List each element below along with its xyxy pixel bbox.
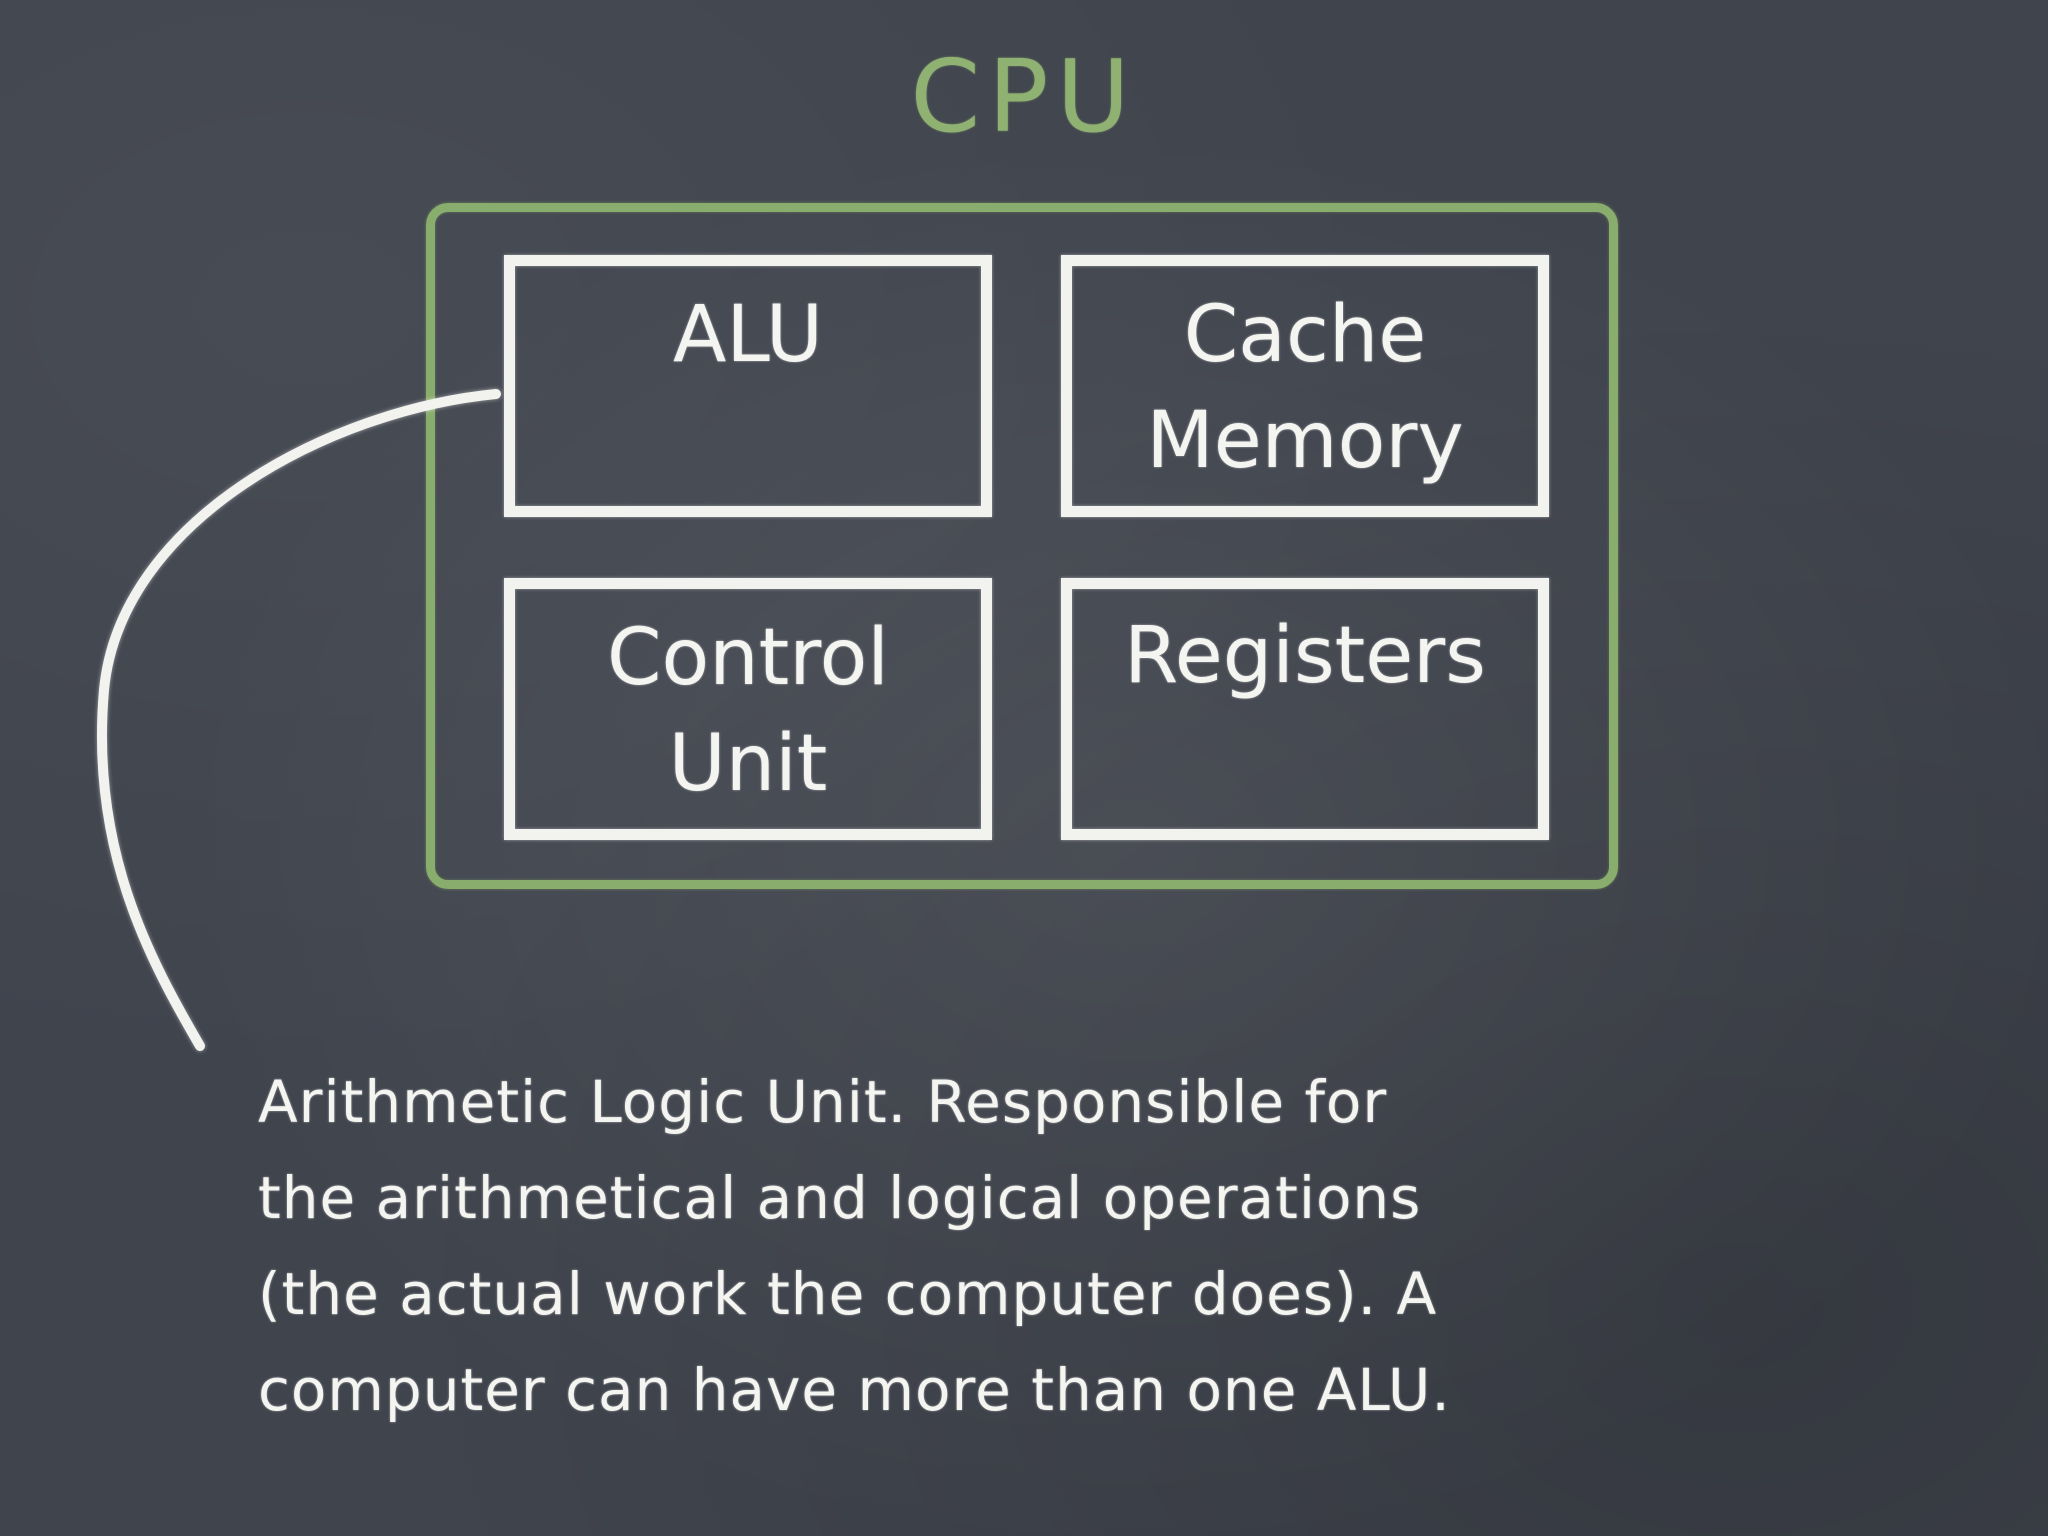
cache-memory-label: Cache Memory (1146, 290, 1464, 486)
alu-description: Arithmetic Logic Unit. Responsible for t… (258, 1068, 1451, 1424)
cache-memory-box: Cache Memory (1061, 255, 1549, 517)
alu-box: ALU (504, 255, 992, 517)
alu-label: ALU (672, 290, 824, 380)
registers-label: Registers (1124, 611, 1486, 701)
control-unit-label: Control Unit (607, 613, 889, 809)
slide-title: CPU (910, 38, 1138, 155)
registers-box: Registers (1061, 578, 1549, 840)
control-unit-box: Control Unit (504, 578, 992, 840)
